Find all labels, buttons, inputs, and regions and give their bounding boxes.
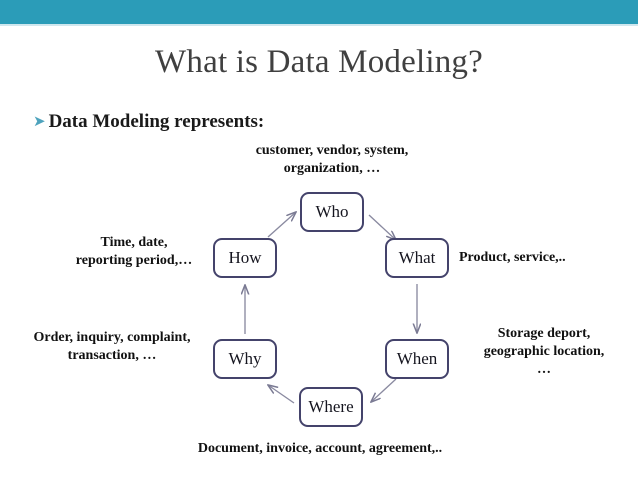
caption-who-line-1: customer, vendor, system, <box>255 143 409 158</box>
edge-when-to-where <box>371 378 397 402</box>
page-title: What is Data Modeling? <box>155 44 483 80</box>
caption-who-line-2: organization, … <box>283 161 381 176</box>
top-accent-band-shadow <box>0 24 638 26</box>
bullet-arrow-icon: ➤ <box>33 114 46 130</box>
caption-how: Time, date, reporting period,… <box>60 234 208 270</box>
caption-when-line-3: … <box>537 362 551 377</box>
node-where[interactable]: Where <box>299 387 363 427</box>
node-how[interactable]: How <box>213 238 277 278</box>
caption-when: Storage deport, geographic location, … <box>455 325 633 379</box>
caption-why: Order, inquiry, complaint, transaction, … <box>14 329 210 365</box>
caption-how-line-2: reporting period,… <box>75 253 193 268</box>
caption-what-line-1: Product, service,.. <box>459 250 566 265</box>
bullet-text: Data Modeling represents: <box>48 111 265 132</box>
top-accent-band <box>0 0 638 24</box>
caption-why-line-1: Order, inquiry, complaint, <box>33 330 191 345</box>
node-who[interactable]: Who <box>300 192 364 232</box>
edge-where-to-why <box>268 385 295 404</box>
caption-when-line-2: geographic location, <box>483 344 605 359</box>
node-why[interactable]: Why <box>213 339 277 379</box>
data-modeling-cycle-diagram: Who What When Where Why How customer, ve… <box>0 130 638 478</box>
node-when[interactable]: When <box>385 339 449 379</box>
edge-who-to-what <box>368 214 396 240</box>
caption-who: customer, vendor, system, organization, … <box>209 142 455 178</box>
caption-when-line-1: Storage deport, <box>497 326 591 341</box>
caption-where-line-1: Document, invoice, account, agreement,.. <box>197 441 443 456</box>
caption-why-line-2: transaction, … <box>67 348 157 363</box>
edge-how-to-who <box>267 212 296 238</box>
caption-how-line-1: Time, date, <box>100 235 168 250</box>
caption-where: Document, invoice, account, agreement,.. <box>110 440 530 458</box>
bullet-line: ➤ Data Modeling represents: <box>33 111 264 133</box>
node-what[interactable]: What <box>385 238 449 278</box>
caption-what: Product, service,.. <box>459 249 634 267</box>
